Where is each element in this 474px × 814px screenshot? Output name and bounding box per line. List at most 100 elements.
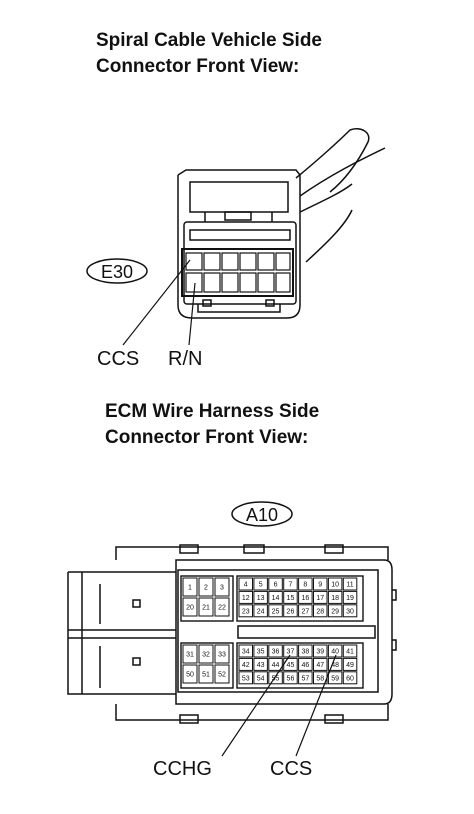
pin-46: 46: [301, 662, 309, 669]
pin-29: 29: [331, 608, 339, 615]
ccs-leader-line-bottom: [295, 654, 337, 757]
a10-pin-top-right-cell: [327, 577, 343, 591]
ccs-leader-line-top: [122, 259, 191, 346]
a10-pin-top-left-cell: [214, 577, 230, 597]
pin-33: 33: [218, 652, 226, 659]
a10-pin-bottom-right-cell: [268, 671, 283, 685]
e30-connector: [177, 128, 386, 319]
pin-50: 50: [186, 672, 194, 679]
pin-17: 17: [316, 595, 324, 602]
a10-pin-top-right-cell: [327, 590, 343, 604]
pin-16: 16: [301, 595, 309, 602]
a10-pin-bottom-right-cell: [342, 644, 358, 658]
pin-43: 43: [257, 662, 265, 669]
a10-pin-bottom-left-cell: [214, 664, 230, 684]
a10-pin-bottom-right-cell: [238, 657, 253, 671]
pin-53: 53: [242, 675, 250, 682]
spiral-cable-title: Spiral Cable Vehicle Side Connector Fron…: [96, 28, 322, 80]
a10-block-top-right: [236, 575, 364, 622]
pin-57: 57: [301, 675, 309, 682]
pin-23: 23: [242, 608, 250, 615]
a10-pin-top-right-cell: [313, 590, 328, 604]
pin-59: 59: [331, 675, 339, 682]
pin-1: 1: [188, 585, 192, 592]
pin-26: 26: [287, 608, 295, 615]
a10-pin-bottom-left-cell: [198, 644, 214, 664]
a10-pin-bottom-right-cell: [342, 671, 358, 685]
pin-22: 22: [218, 605, 226, 612]
e30-connector-id: E30: [101, 262, 133, 282]
pin-27: 27: [301, 608, 309, 615]
a10-pin-bottom-right-cell: [298, 657, 313, 671]
e30-pin-grid: [185, 252, 291, 293]
a10-block-bottom-right: [236, 642, 364, 689]
pin-30: 30: [346, 608, 354, 615]
a10-pin-top-left-cell: [198, 597, 214, 617]
pin-24: 24: [257, 608, 265, 615]
pin-28: 28: [316, 608, 324, 615]
ecm-harness-title-line2: Connector Front View:: [105, 427, 309, 448]
pin-34: 34: [242, 649, 250, 656]
a10-label-oval: [231, 501, 293, 527]
pin-10: 10: [331, 582, 339, 589]
a10-pin-bottom-right-cell: [342, 657, 358, 671]
a10-pin-bottom-right-cell: [283, 644, 298, 658]
a10-label-ccs: CCS: [270, 758, 312, 780]
a10-pin-bottom-right-cell: [253, 671, 268, 685]
a10-pin-top-left-cell: [182, 597, 198, 617]
a10-pin-top-right-cell: [253, 604, 268, 618]
a10-pin-top-right-cell: [327, 604, 343, 618]
pin-54: 54: [257, 675, 265, 682]
rn-leader-line-top: [188, 282, 196, 346]
a10-label-cchg: CCHG: [153, 758, 212, 780]
pin-40: 40: [331, 649, 339, 656]
pin-20: 20: [186, 605, 194, 612]
pin-2: 2: [204, 585, 208, 592]
pin-12: 12: [242, 595, 250, 602]
a10-pin-top-right-cell: [238, 590, 253, 604]
a10-pin-top-right-cell: [253, 590, 268, 604]
pin-5: 5: [259, 582, 263, 589]
pin-52: 52: [218, 672, 226, 679]
pin-51: 51: [202, 672, 210, 679]
a10-pin-top-right-cell: [342, 604, 358, 618]
a10-pin-bottom-right-cell: [313, 644, 328, 658]
pin-31: 31: [186, 652, 194, 659]
a10-pin-top-right-cell: [298, 590, 313, 604]
pin-21: 21: [202, 605, 210, 612]
a10-pin-top-right-cell: [283, 590, 298, 604]
e30-label-oval: [86, 258, 148, 284]
pin-48: 48: [331, 662, 339, 669]
a10-pin-bottom-right-cell: [298, 671, 313, 685]
a10-pin-bottom-right-cell: [238, 671, 253, 685]
cchg-leader-line: [221, 654, 291, 757]
pin-18: 18: [331, 595, 339, 602]
a10-block-top-left: [180, 575, 234, 622]
pin-49: 49: [346, 662, 354, 669]
a10-pin-top-right-cell: [268, 604, 283, 618]
ecm-harness-title-line1: ECM Wire Harness Side: [105, 401, 320, 422]
a10-pin-bottom-right-cell: [268, 644, 283, 658]
a10-connector: [67, 544, 397, 724]
pin-8: 8: [303, 582, 307, 589]
ecm-harness-title: ECM Wire Harness Side Connector Front Vi…: [105, 399, 319, 451]
a10-pin-top-right-cell: [268, 577, 283, 591]
pin-3: 3: [220, 585, 224, 592]
pin-25: 25: [272, 608, 280, 615]
pin-14: 14: [272, 595, 280, 602]
pin-13: 13: [257, 595, 265, 602]
a10-pin-bottom-left-cell: [182, 664, 198, 684]
a10-pin-bottom-left-cell: [214, 644, 230, 664]
a10-pin-bottom-right-cell: [283, 671, 298, 685]
spiral-cable-title-line1: Spiral Cable Vehicle Side: [96, 30, 322, 51]
pin-56: 56: [287, 675, 295, 682]
pin-6: 6: [274, 582, 278, 589]
pin-38: 38: [301, 649, 309, 656]
a10-pin-top-left-cell: [182, 577, 198, 597]
pin-35: 35: [257, 649, 265, 656]
pin-47: 47: [316, 662, 324, 669]
a10-pin-top-right-cell: [283, 577, 298, 591]
pin-41: 41: [346, 649, 354, 656]
a10-connector-id: A10: [246, 505, 278, 525]
